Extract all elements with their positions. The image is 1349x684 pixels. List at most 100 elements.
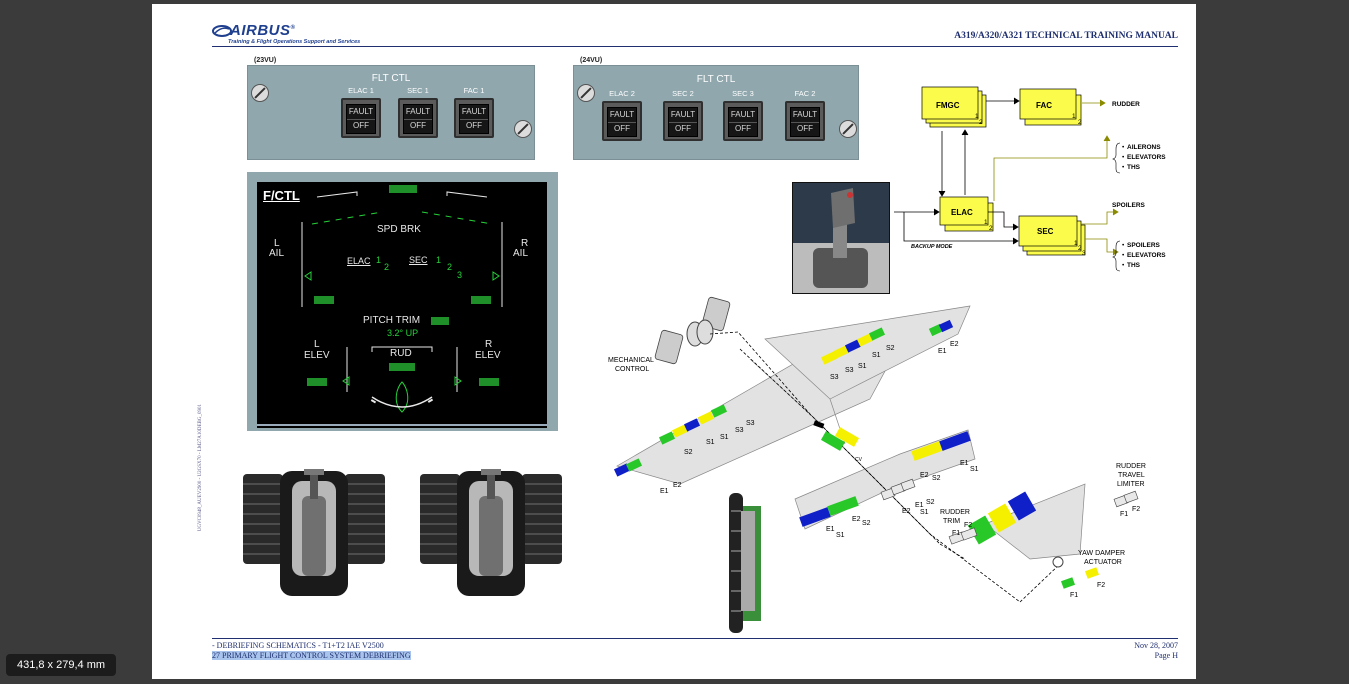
sec-3: 3 (457, 270, 463, 280)
rudder-pedals-icon (654, 296, 731, 365)
yaw-f2: F2 (1097, 582, 1105, 589)
left-elev-label: ELEV (304, 350, 330, 361)
left-elev-l: L (314, 339, 320, 350)
sec-label: SEC (409, 255, 428, 265)
logo-text: AIRBUS (230, 22, 291, 39)
pushbutton-label: ELAC 2 (609, 89, 635, 98)
spoiler-aileron-panels-left (613, 404, 728, 477)
aircraft-surfaces-diagram: MECHANICAL CONTROL RUDDER TRAVEL LIMITER… (608, 296, 1146, 603)
surface-e1e: E1 (915, 502, 924, 509)
fmgc-label: FMGC (936, 101, 960, 110)
spoilers-output: SPOILERS (1127, 242, 1161, 249)
limiter-f1: F1 (1120, 511, 1128, 518)
right-elev-r: R (485, 339, 493, 350)
ths-output: THS (1127, 164, 1141, 171)
yaw-damper-actuator-icon (1052, 556, 1064, 568)
off-legend: OFF (669, 122, 697, 135)
sec-label: SEC (1037, 227, 1054, 236)
elac-label: ELAC (347, 256, 371, 266)
right-sidestick-icon (420, 469, 562, 596)
surface-cv: CV (855, 457, 863, 463)
pitch-trim-wheel-icon (729, 493, 761, 633)
surface-s1b: S1 (720, 434, 729, 441)
yaw-damper-line1: YAW DAMPER (1078, 550, 1125, 557)
limiter-f2: F2 (1132, 506, 1140, 513)
screw-icon (839, 120, 857, 138)
logo-subtitle: Training & Flight Operations Support and… (228, 39, 361, 45)
surface-s3: S3 (735, 427, 744, 434)
ths-output-2: THS (1127, 262, 1141, 269)
sidestick-icon (793, 188, 889, 293)
surface-e1c: E1 (960, 460, 969, 467)
elac-2: 2 (989, 225, 993, 232)
surface-s3c: S3 (830, 374, 839, 381)
trim-limiter-blocks (880, 478, 1139, 545)
surface-s2: S2 (684, 449, 693, 456)
surface-e2e: E2 (902, 508, 911, 515)
spdbrk-indicator (389, 185, 417, 193)
fmgc-2: 2 (979, 119, 983, 126)
surface-s2d: S2 (862, 520, 871, 527)
elac-2: 2 (384, 262, 390, 272)
right-elev-label: ELEV (475, 350, 501, 361)
elevator-panels (799, 420, 1037, 545)
pushbutton-label: SEC 2 (672, 89, 694, 98)
surface-s1c: S1 (858, 363, 867, 370)
rudder-travel-limiter-line2: TRAVEL (1118, 472, 1145, 479)
fac-label: FAC (1036, 101, 1052, 110)
rudder-hyd-indicator (389, 363, 415, 371)
screw-icon (577, 84, 595, 102)
surface-s2c: S2 (932, 475, 941, 482)
fault-legend: FAULT (730, 110, 756, 119)
ailerons-output: AILERONS (1127, 144, 1161, 151)
off-legend: OFF (729, 122, 757, 135)
surface-s2b: S2 (886, 345, 895, 352)
bullet: • (1122, 144, 1125, 151)
rudder-travel-limiter-line3: LIMITER (1117, 481, 1145, 488)
mechanical-control-line2: CONTROL (615, 366, 649, 373)
flight-control-computer-schematic: FMGC 1 2 FAC 1 2 ELAC 1 2 SEC 1 2 3 BACK… (894, 86, 1166, 272)
ecam-graphics (257, 191, 547, 426)
degree-sign: ° (399, 328, 404, 338)
elevators-output-2: ELEVATORS (1127, 252, 1166, 259)
left-ail-hyd-indicator (314, 296, 334, 304)
fault-legend: FAULT (348, 107, 374, 116)
surface-e2b: E2 (950, 341, 959, 348)
sec-2: 2 (1078, 245, 1082, 252)
left-ail-label: AIL (269, 248, 285, 259)
fac-1: 1 (1072, 113, 1076, 120)
surface-s1g: S1 (920, 509, 929, 516)
sidestick-photo (792, 182, 890, 294)
screw-icon (514, 120, 532, 138)
spoilers-label-upper: SPOILERS (1112, 202, 1146, 209)
bullet: • (1122, 154, 1125, 161)
elac-label: ELAC (951, 208, 973, 217)
fault-legend: FAULT (792, 110, 818, 119)
right-elev-hyd-indicator (479, 378, 499, 386)
logo-mark: ® (290, 25, 296, 31)
spoiler-aileron-panels-right (820, 319, 954, 365)
surface-e1: E1 (660, 488, 669, 495)
airbus-swirl-icon (212, 25, 232, 37)
bullet: • (1122, 164, 1125, 171)
header-rule (212, 46, 1178, 47)
fac-box (1019, 88, 1077, 120)
elac-1: 1 (376, 255, 382, 265)
pitch-trim-direction: UP (405, 328, 419, 338)
fmgc-box (921, 86, 979, 120)
panel-23vu-tag: (23VU) (254, 57, 277, 64)
surface-s1: S1 (706, 439, 715, 446)
yaw-f1: F1 (1070, 592, 1078, 599)
ecam-display-frame: F/CTL SPD BRK L AIL R AIL ELAC 1 2 SEC 1… (247, 172, 558, 431)
surface-s2e: S2 (926, 499, 935, 506)
bullet: • (1122, 262, 1125, 269)
fault-legend: FAULT (461, 107, 487, 116)
